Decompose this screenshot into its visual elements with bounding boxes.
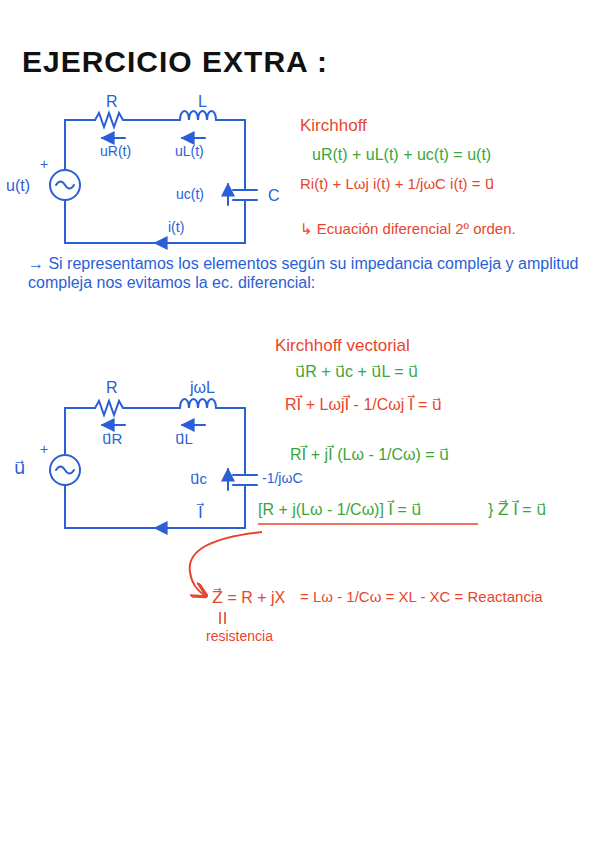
circuit-2	[50, 399, 257, 528]
voltage-arrow	[227, 469, 229, 490]
impedance-name: -1/jωC	[262, 470, 303, 487]
polarity-sign: +	[40, 441, 48, 458]
equation: = Lω - 1/Cω = XL - XC = Reactancia	[300, 588, 543, 606]
voltage-name: u⃗R	[102, 430, 122, 448]
inductor-symbol	[180, 399, 216, 408]
capacitor-symbol	[233, 475, 257, 485]
equation: } Z⃗ I⃗ = u⃗	[488, 500, 546, 519]
resistor-symbol	[95, 401, 123, 415]
wire	[65, 485, 245, 528]
voltage-name: u⃗L	[175, 430, 193, 448]
current-name: I⃗	[198, 503, 203, 522]
voltage-name: uR(t)	[100, 143, 131, 160]
component-name: jωL	[190, 378, 215, 397]
voltage-arrow	[182, 137, 205, 139]
voltage-arrow	[182, 424, 205, 426]
equal-sign-vertical	[220, 612, 225, 624]
underline	[258, 523, 478, 524]
wire	[216, 408, 245, 475]
voltage-name: uc(t)	[176, 186, 204, 203]
wire	[65, 408, 95, 455]
source-wave	[56, 467, 74, 474]
circuit-1	[50, 111, 257, 243]
wire	[123, 407, 180, 409]
wire	[123, 119, 180, 121]
equation: RI⃗ + LωjI⃗ - 1/Cωj I⃗ = u⃗	[285, 395, 442, 414]
component-name: R	[106, 378, 118, 397]
capacitor-symbol	[233, 190, 257, 200]
equation: [R + j(Lω - 1/Cω)] I⃗ = u⃗	[258, 500, 421, 519]
title: EJERCICIO EXTRA :	[22, 44, 328, 80]
polarity-sign: +	[40, 156, 48, 173]
wire	[65, 200, 245, 243]
current-name: i(t)	[168, 219, 184, 236]
inductor-symbol	[180, 111, 216, 120]
voltage-arrow	[102, 137, 125, 139]
component-name: L	[198, 92, 207, 111]
component-name: C	[268, 186, 280, 205]
note: → Si representamos los elementos según s…	[28, 254, 588, 292]
current-arrow	[155, 242, 170, 244]
wire	[65, 120, 95, 170]
leader-arrow	[190, 532, 262, 596]
equation: uR(t) + uL(t) + uc(t) = u(t)	[312, 145, 491, 164]
voltage-arrow	[102, 424, 125, 426]
source-wave	[56, 182, 74, 189]
heading-note: Kirchhoff	[300, 116, 367, 136]
component-name: R	[106, 92, 118, 111]
source-name: u⃗	[14, 458, 25, 480]
source-symbol	[50, 170, 80, 200]
voltage-name: u⃗c	[190, 470, 207, 488]
equation: u⃗R + u⃗c + u⃗L = u⃗	[295, 362, 418, 381]
note: resistencia	[206, 628, 273, 645]
heading-note: Kirchhoff vectorial	[275, 336, 410, 356]
source-name: u(t)	[6, 176, 30, 195]
equation: Ri(t) + Lωj i(t) + 1/jωC i(t) = u⃗	[300, 175, 494, 193]
equation: RI⃗ + jI⃗ (Lω - 1/Cω) = u⃗	[290, 445, 449, 464]
equation: Z⃗ = R + jX	[212, 588, 285, 607]
voltage-arrow	[227, 184, 229, 205]
source-symbol	[50, 455, 80, 485]
voltage-name: uL(t)	[175, 143, 204, 160]
current-arrow	[155, 527, 170, 529]
note: ↳ Ecuación diferencial 2º orden.	[300, 220, 516, 238]
wire	[216, 120, 245, 190]
resistor-symbol	[95, 113, 123, 127]
